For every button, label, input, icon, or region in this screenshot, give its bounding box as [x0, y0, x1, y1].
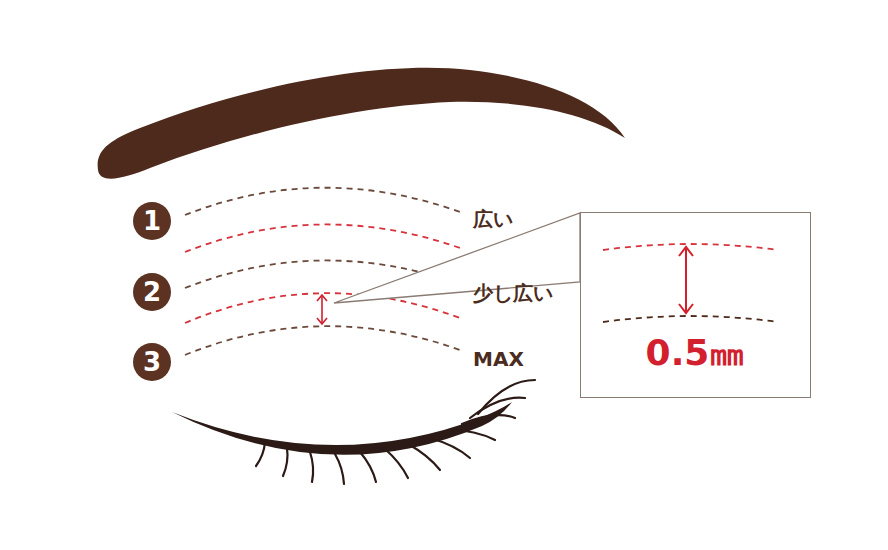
callout-leader [334, 213, 580, 303]
gap-arrow [679, 247, 693, 313]
guide-line [603, 244, 778, 250]
guide-line [185, 293, 460, 323]
guide-line [185, 326, 460, 355]
width-label: 少し広い [473, 283, 553, 303]
callout-number: 2 [133, 273, 171, 311]
callout-number: 1 [133, 202, 171, 240]
number-text: 2 [143, 279, 161, 305]
guide-line [185, 188, 460, 215]
number-text: 1 [143, 208, 161, 234]
width-label: MAX [473, 349, 524, 369]
gap-arrow [317, 295, 327, 324]
callout-number: 3 [133, 343, 171, 381]
guide-line [185, 224, 460, 252]
eye-lid [172, 402, 512, 455]
guide-line [603, 316, 778, 322]
eyebrow [98, 68, 625, 179]
width-label: 広い [473, 209, 513, 229]
magnified-callout: 0.5㎜ [580, 212, 811, 398]
dimension-text: 0.5㎜ [581, 335, 810, 371]
eyelashes [256, 380, 535, 484]
number-text: 3 [143, 349, 161, 375]
